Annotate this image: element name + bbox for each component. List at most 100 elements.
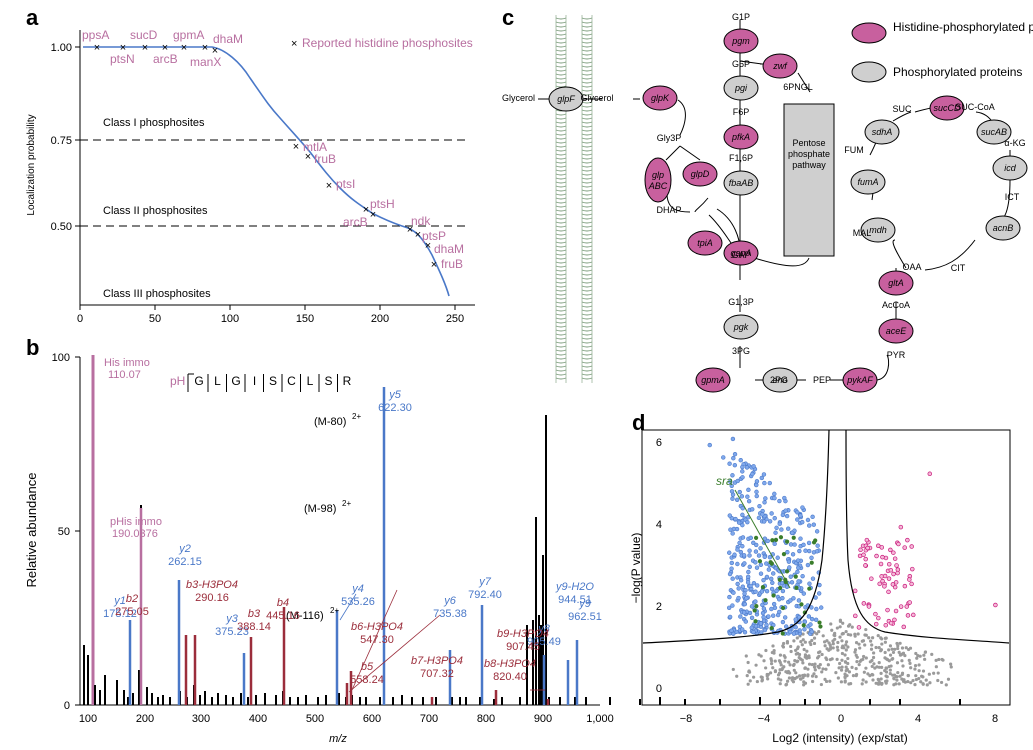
volcano-point-ns xyxy=(888,672,892,676)
enzyme-label: sdhA xyxy=(872,127,893,137)
volcano-point-ns xyxy=(870,643,874,647)
volcano-point-up xyxy=(888,620,894,626)
volcano-point-ns xyxy=(871,655,876,660)
volcano-point-ns xyxy=(838,635,842,639)
b-ion-label: b3-H3PO4 xyxy=(186,579,238,591)
volcano-point-ns xyxy=(854,674,858,678)
membrane-lipid xyxy=(581,73,593,76)
membrane-lipid xyxy=(581,341,593,344)
volcano-point-ns xyxy=(806,667,810,671)
volcano-point-down xyxy=(761,614,766,620)
volcano-point-down xyxy=(728,479,733,484)
volcano-point-ns xyxy=(919,680,923,684)
volcano-point-ns xyxy=(853,648,858,652)
volcano-point-down xyxy=(755,583,760,588)
phosphosite-marker: × xyxy=(181,42,187,54)
volcano-point-ns xyxy=(917,663,921,667)
volcano-point-up xyxy=(878,561,884,567)
volcano-point-up xyxy=(893,608,899,614)
volcano-point-down xyxy=(739,494,745,499)
volcano-point-ns xyxy=(839,668,844,672)
volcano-point-down xyxy=(738,457,743,463)
membrane-lipid xyxy=(581,149,593,152)
volcano-point-phos xyxy=(769,625,774,631)
volcano-point-ns xyxy=(928,681,932,685)
y-ion-label: y8 xyxy=(537,623,551,635)
enzyme-label: pykAF xyxy=(846,375,873,385)
volcano-point-down xyxy=(734,526,740,532)
membrane-lipid xyxy=(581,41,593,44)
membrane-lipid xyxy=(555,17,567,20)
membrane-lipid xyxy=(555,273,567,276)
volcano-point-ns xyxy=(820,652,824,657)
volcano-point-down xyxy=(808,622,813,627)
membrane-lipid xyxy=(555,369,567,372)
site-label: arcB xyxy=(153,52,178,66)
volcano-point-phos xyxy=(793,574,798,579)
volcano-point-ns xyxy=(904,646,908,650)
volcano-point-ns xyxy=(898,641,902,645)
volcano-point-down xyxy=(786,559,792,564)
ion-labels: y1175.12y2262.15y3375.23y4535.26y5622.30… xyxy=(103,389,602,686)
enzyme-icd xyxy=(992,155,1028,181)
membrane-lipid xyxy=(581,185,593,188)
membrane-lipid xyxy=(555,261,567,264)
volcano-point-ns xyxy=(823,644,827,648)
y-ion-mz: 944.51 xyxy=(558,594,592,606)
membrane-lipid xyxy=(555,301,567,304)
panel-a-ytick-05: 0.50 xyxy=(51,221,72,233)
volcano-point-up xyxy=(886,576,892,581)
volcano-point-phos xyxy=(753,619,758,624)
volcano-point-down xyxy=(790,530,795,536)
volcano-point-down xyxy=(740,469,745,474)
membrane-lipid xyxy=(581,45,593,48)
volcano-point-ns xyxy=(814,675,818,679)
threshold-curve-right xyxy=(845,429,1010,644)
volcano-point-ns xyxy=(941,658,945,662)
enzyme-tpiA xyxy=(687,230,723,256)
membrane-lipid xyxy=(555,329,567,332)
volcano-point-ns xyxy=(843,675,847,679)
volcano-point-ns xyxy=(896,646,900,651)
membrane-lipid xyxy=(555,285,567,288)
metabolite-label: G6P xyxy=(732,59,750,69)
panel-a-xtick: 0 xyxy=(77,313,83,325)
volcano-point-ns xyxy=(831,646,835,650)
volcano-point-down xyxy=(754,493,759,499)
volcano-point-ns xyxy=(794,671,798,675)
volcano-point-ns xyxy=(744,654,748,658)
membrane-lipid xyxy=(581,137,593,140)
volcano-point-down xyxy=(753,560,758,565)
volcano-point-ns xyxy=(849,633,853,637)
volcano-point-up xyxy=(858,547,863,553)
volcano-point-down xyxy=(787,565,792,570)
volcano-point-up xyxy=(905,537,910,543)
panel-d-xtick: 4 xyxy=(915,713,921,725)
volcano-point-ns xyxy=(819,682,823,687)
phis-immo-label: pHis immo xyxy=(110,516,162,528)
site-label: ndk xyxy=(411,214,431,228)
volcano-point-down xyxy=(766,567,772,572)
b-ion-mz: 445.16 xyxy=(266,610,300,622)
membrane-lipid xyxy=(555,141,567,144)
volcano-point-ns xyxy=(822,640,827,644)
volcano-point-ns xyxy=(842,646,846,650)
volcano-point-down xyxy=(796,579,801,584)
volcano-point-up xyxy=(863,556,868,562)
volcano-point-down xyxy=(762,627,768,633)
y-ion-label: y9-H2O xyxy=(555,581,594,593)
volcano-point-down xyxy=(756,553,762,558)
volcano-point-ns xyxy=(888,644,893,648)
membrane-lipid xyxy=(581,337,593,340)
y-ion-label: y9 xyxy=(578,598,591,610)
volcano-point-phos xyxy=(813,538,818,543)
volcano-point-down xyxy=(764,574,770,580)
volcano-point-ns xyxy=(787,676,792,680)
volcano-point-ns xyxy=(877,646,881,650)
panel-d-ytick: 2 xyxy=(656,601,662,613)
enzyme-sucCD xyxy=(929,95,965,121)
volcano-point-ns xyxy=(870,664,874,669)
volcano-point-down xyxy=(729,566,734,571)
membrane-lipid xyxy=(555,237,567,240)
volcano-point-up xyxy=(895,570,900,576)
